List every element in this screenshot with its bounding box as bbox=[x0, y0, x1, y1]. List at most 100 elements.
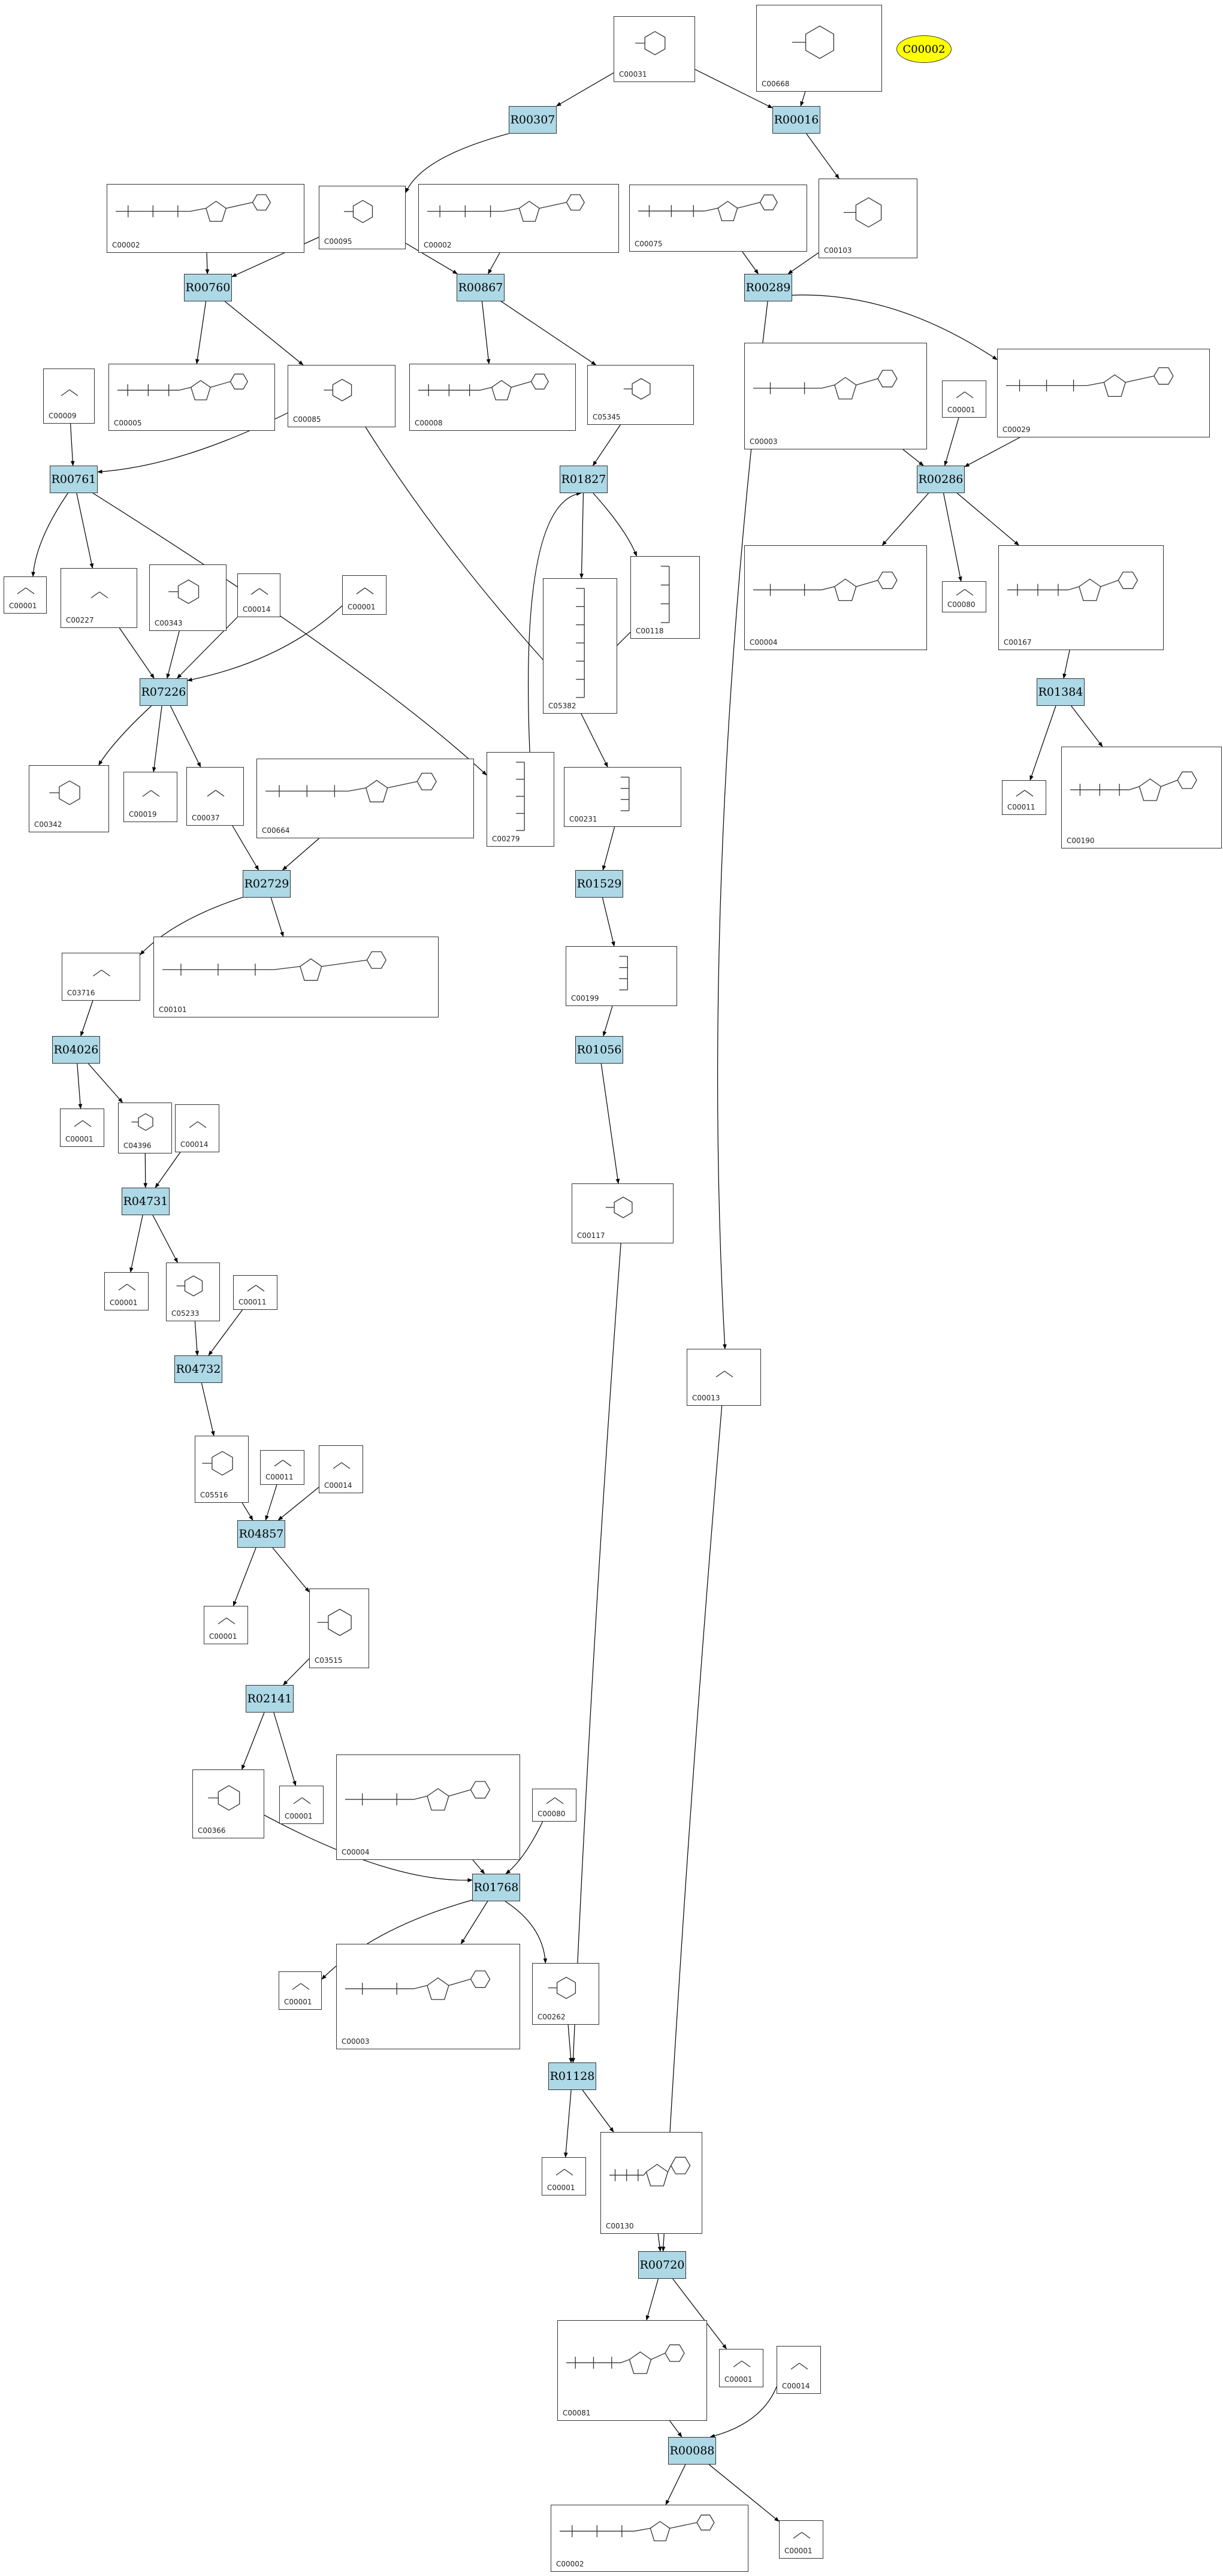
compound-c00343[interactable]: C00343 bbox=[149, 564, 227, 631]
reaction-r01529[interactable]: R01529 bbox=[575, 870, 623, 898]
compound-c00231[interactable]: C00231 bbox=[564, 767, 681, 827]
compound-c00664[interactable]: C00664 bbox=[256, 759, 474, 838]
reaction-r00088[interactable]: R00088 bbox=[668, 2437, 716, 2465]
reaction-r01056[interactable]: R01056 bbox=[575, 1036, 623, 1064]
compound-id-label: C00013 bbox=[692, 1394, 720, 1402]
compound-c00118[interactable]: C00118 bbox=[630, 556, 700, 639]
edge-c00085-to-R01067 bbox=[365, 427, 560, 679]
compound-c00002b[interactable]: C00002 bbox=[418, 184, 619, 253]
edge-c00130-to-R00720 bbox=[657, 2233, 662, 2252]
compound-c00002a[interactable]: C00002 bbox=[107, 184, 304, 253]
reaction-r00761[interactable]: R00761 bbox=[50, 466, 98, 493]
compound-c00075[interactable]: C00075 bbox=[629, 185, 807, 252]
compound-c00011b[interactable]: C00011 bbox=[233, 1275, 277, 1310]
compound-c00262[interactable]: C00262 bbox=[532, 1963, 599, 2025]
structure-glyph bbox=[790, 2363, 808, 2370]
reaction-r00286[interactable]: R00286 bbox=[917, 466, 965, 493]
reaction-r02729[interactable]: R02729 bbox=[243, 870, 291, 898]
compound-c00117[interactable]: C00117 bbox=[572, 1183, 674, 1243]
compound-c00130[interactable]: C00130 bbox=[600, 2132, 702, 2234]
compound-c00080b[interactable]: C00080 bbox=[532, 1789, 576, 1822]
compound-c00003a[interactable]: C00003 bbox=[744, 343, 927, 449]
structure-glyph bbox=[427, 194, 585, 222]
compound-c00001c[interactable]: C00001 bbox=[342, 575, 386, 615]
compound-c05345[interactable]: C05345 bbox=[587, 365, 694, 425]
compound-c00001k[interactable]: C00001 bbox=[779, 2520, 823, 2559]
compound-c00101[interactable]: C00101 bbox=[153, 937, 439, 1017]
compound-c00014b[interactable]: C00014 bbox=[175, 1104, 219, 1152]
compound-c00001j[interactable]: C00001 bbox=[719, 2349, 763, 2387]
compound-c00081[interactable]: C00081 bbox=[557, 2320, 707, 2421]
compound-c00013[interactable]: C00013 bbox=[687, 1349, 761, 1406]
compound-c00004b[interactable]: C00004 bbox=[336, 1754, 520, 1860]
compound-c00366[interactable]: C00366 bbox=[192, 1769, 264, 1838]
reaction-r04857[interactable]: R04857 bbox=[237, 1520, 285, 1548]
compound-c05382[interactable]: C05382 bbox=[543, 578, 617, 714]
compound-c00003b[interactable]: C00003 bbox=[336, 1944, 520, 2049]
compound-c00001b[interactable]: C00001 bbox=[4, 576, 47, 614]
reaction-r00867[interactable]: R00867 bbox=[457, 274, 505, 301]
highlighted-compound[interactable]: C00002 bbox=[896, 35, 952, 63]
structure-glyph bbox=[635, 31, 666, 56]
compound-c00342[interactable]: C00342 bbox=[29, 765, 109, 832]
compound-c00031[interactable]: C00031 bbox=[614, 16, 695, 82]
compound-c00011c[interactable]: C00011 bbox=[260, 1450, 304, 1485]
reaction-r04732[interactable]: R04732 bbox=[174, 1355, 222, 1383]
compound-c00014d[interactable]: C00014 bbox=[777, 2346, 821, 2394]
compound-c00004a[interactable]: C00004 bbox=[744, 545, 927, 650]
compound-id-label: C00002 bbox=[112, 241, 140, 249]
compound-c00227[interactable]: C00227 bbox=[61, 568, 137, 628]
compound-c00001f[interactable]: C00001 bbox=[204, 1606, 248, 1644]
reaction-r00307[interactable]: R00307 bbox=[509, 106, 557, 134]
compound-c00190[interactable]: C00190 bbox=[1061, 747, 1222, 848]
reaction-r07226[interactable]: R07226 bbox=[140, 678, 188, 706]
reaction-r00289[interactable]: R00289 bbox=[744, 274, 792, 301]
compound-c04396[interactable]: C04396 bbox=[118, 1103, 172, 1153]
edge-c03716-to-R04026 bbox=[80, 1000, 93, 1037]
compound-c05516[interactable]: C05516 bbox=[195, 1436, 249, 1503]
compound-c00085[interactable]: C00085 bbox=[288, 365, 395, 427]
structure-glyph bbox=[116, 194, 271, 222]
compound-c00001i[interactable]: C00001 bbox=[542, 2157, 586, 2196]
compound-c00009[interactable]: C00009 bbox=[43, 369, 95, 424]
compound-c00668[interactable]: C00668 bbox=[756, 5, 882, 92]
compound-c00001h[interactable]: C00001 bbox=[279, 1971, 322, 2010]
compound-c00037[interactable]: C00037 bbox=[186, 767, 244, 826]
reaction-r04731[interactable]: R04731 bbox=[122, 1188, 170, 1215]
reaction-r00760[interactable]: R00760 bbox=[184, 274, 232, 301]
compound-c00080a[interactable]: C00080 bbox=[942, 581, 986, 612]
compound-c00029[interactable]: C00029 bbox=[997, 349, 1210, 437]
edge-c00117-to-R01128 bbox=[571, 1243, 621, 2063]
compound-c00008[interactable]: C00008 bbox=[409, 364, 576, 431]
structure-glyph bbox=[93, 970, 110, 977]
reaction-r00016[interactable]: R00016 bbox=[772, 106, 820, 134]
compound-c00002c[interactable]: C00002 bbox=[551, 2505, 748, 2572]
reaction-r00720[interactable]: R00720 bbox=[638, 2251, 686, 2279]
edge-R01384-to-c00190 bbox=[1071, 705, 1103, 747]
compound-c00005[interactable]: C00005 bbox=[108, 364, 275, 431]
compound-c00014c[interactable]: C00014 bbox=[319, 1445, 363, 1493]
compound-c00001g[interactable]: C00001 bbox=[279, 1786, 324, 1824]
compound-c00095a[interactable]: C00095 bbox=[319, 186, 406, 249]
compound-c00011a[interactable]: C00011 bbox=[1002, 780, 1046, 815]
reaction-r01128[interactable]: R01128 bbox=[548, 2062, 596, 2090]
compound-c00279[interactable]: C00279 bbox=[487, 752, 554, 847]
compound-id-label: C00081 bbox=[563, 2409, 591, 2417]
compound-c00199[interactable]: C00199 bbox=[566, 946, 677, 1006]
reaction-r04026[interactable]: R04026 bbox=[52, 1036, 100, 1064]
compound-c00001a[interactable]: C00001 bbox=[942, 380, 986, 418]
compound-c00001d[interactable]: C00001 bbox=[60, 1109, 104, 1147]
reaction-r01384[interactable]: R01384 bbox=[1037, 678, 1085, 706]
reaction-r01768[interactable]: R01768 bbox=[472, 1874, 520, 1901]
compound-id-label: C04396 bbox=[123, 1141, 152, 1150]
reaction-r02141[interactable]: R02141 bbox=[246, 1685, 294, 1713]
compound-c00167[interactable]: C00167 bbox=[998, 545, 1164, 650]
compound-c05233[interactable]: C05233 bbox=[166, 1263, 220, 1321]
compound-c03716[interactable]: C03716 bbox=[62, 953, 140, 1001]
compound-c00001e[interactable]: C00001 bbox=[104, 1272, 149, 1310]
compound-c03515[interactable]: C03515 bbox=[309, 1589, 369, 1668]
reaction-r01827[interactable]: R01827 bbox=[560, 466, 608, 493]
compound-c00019[interactable]: C00019 bbox=[123, 772, 177, 822]
compound-c00103[interactable]: C00103 bbox=[819, 179, 917, 258]
compound-c00014a[interactable]: C00014 bbox=[237, 573, 280, 617]
